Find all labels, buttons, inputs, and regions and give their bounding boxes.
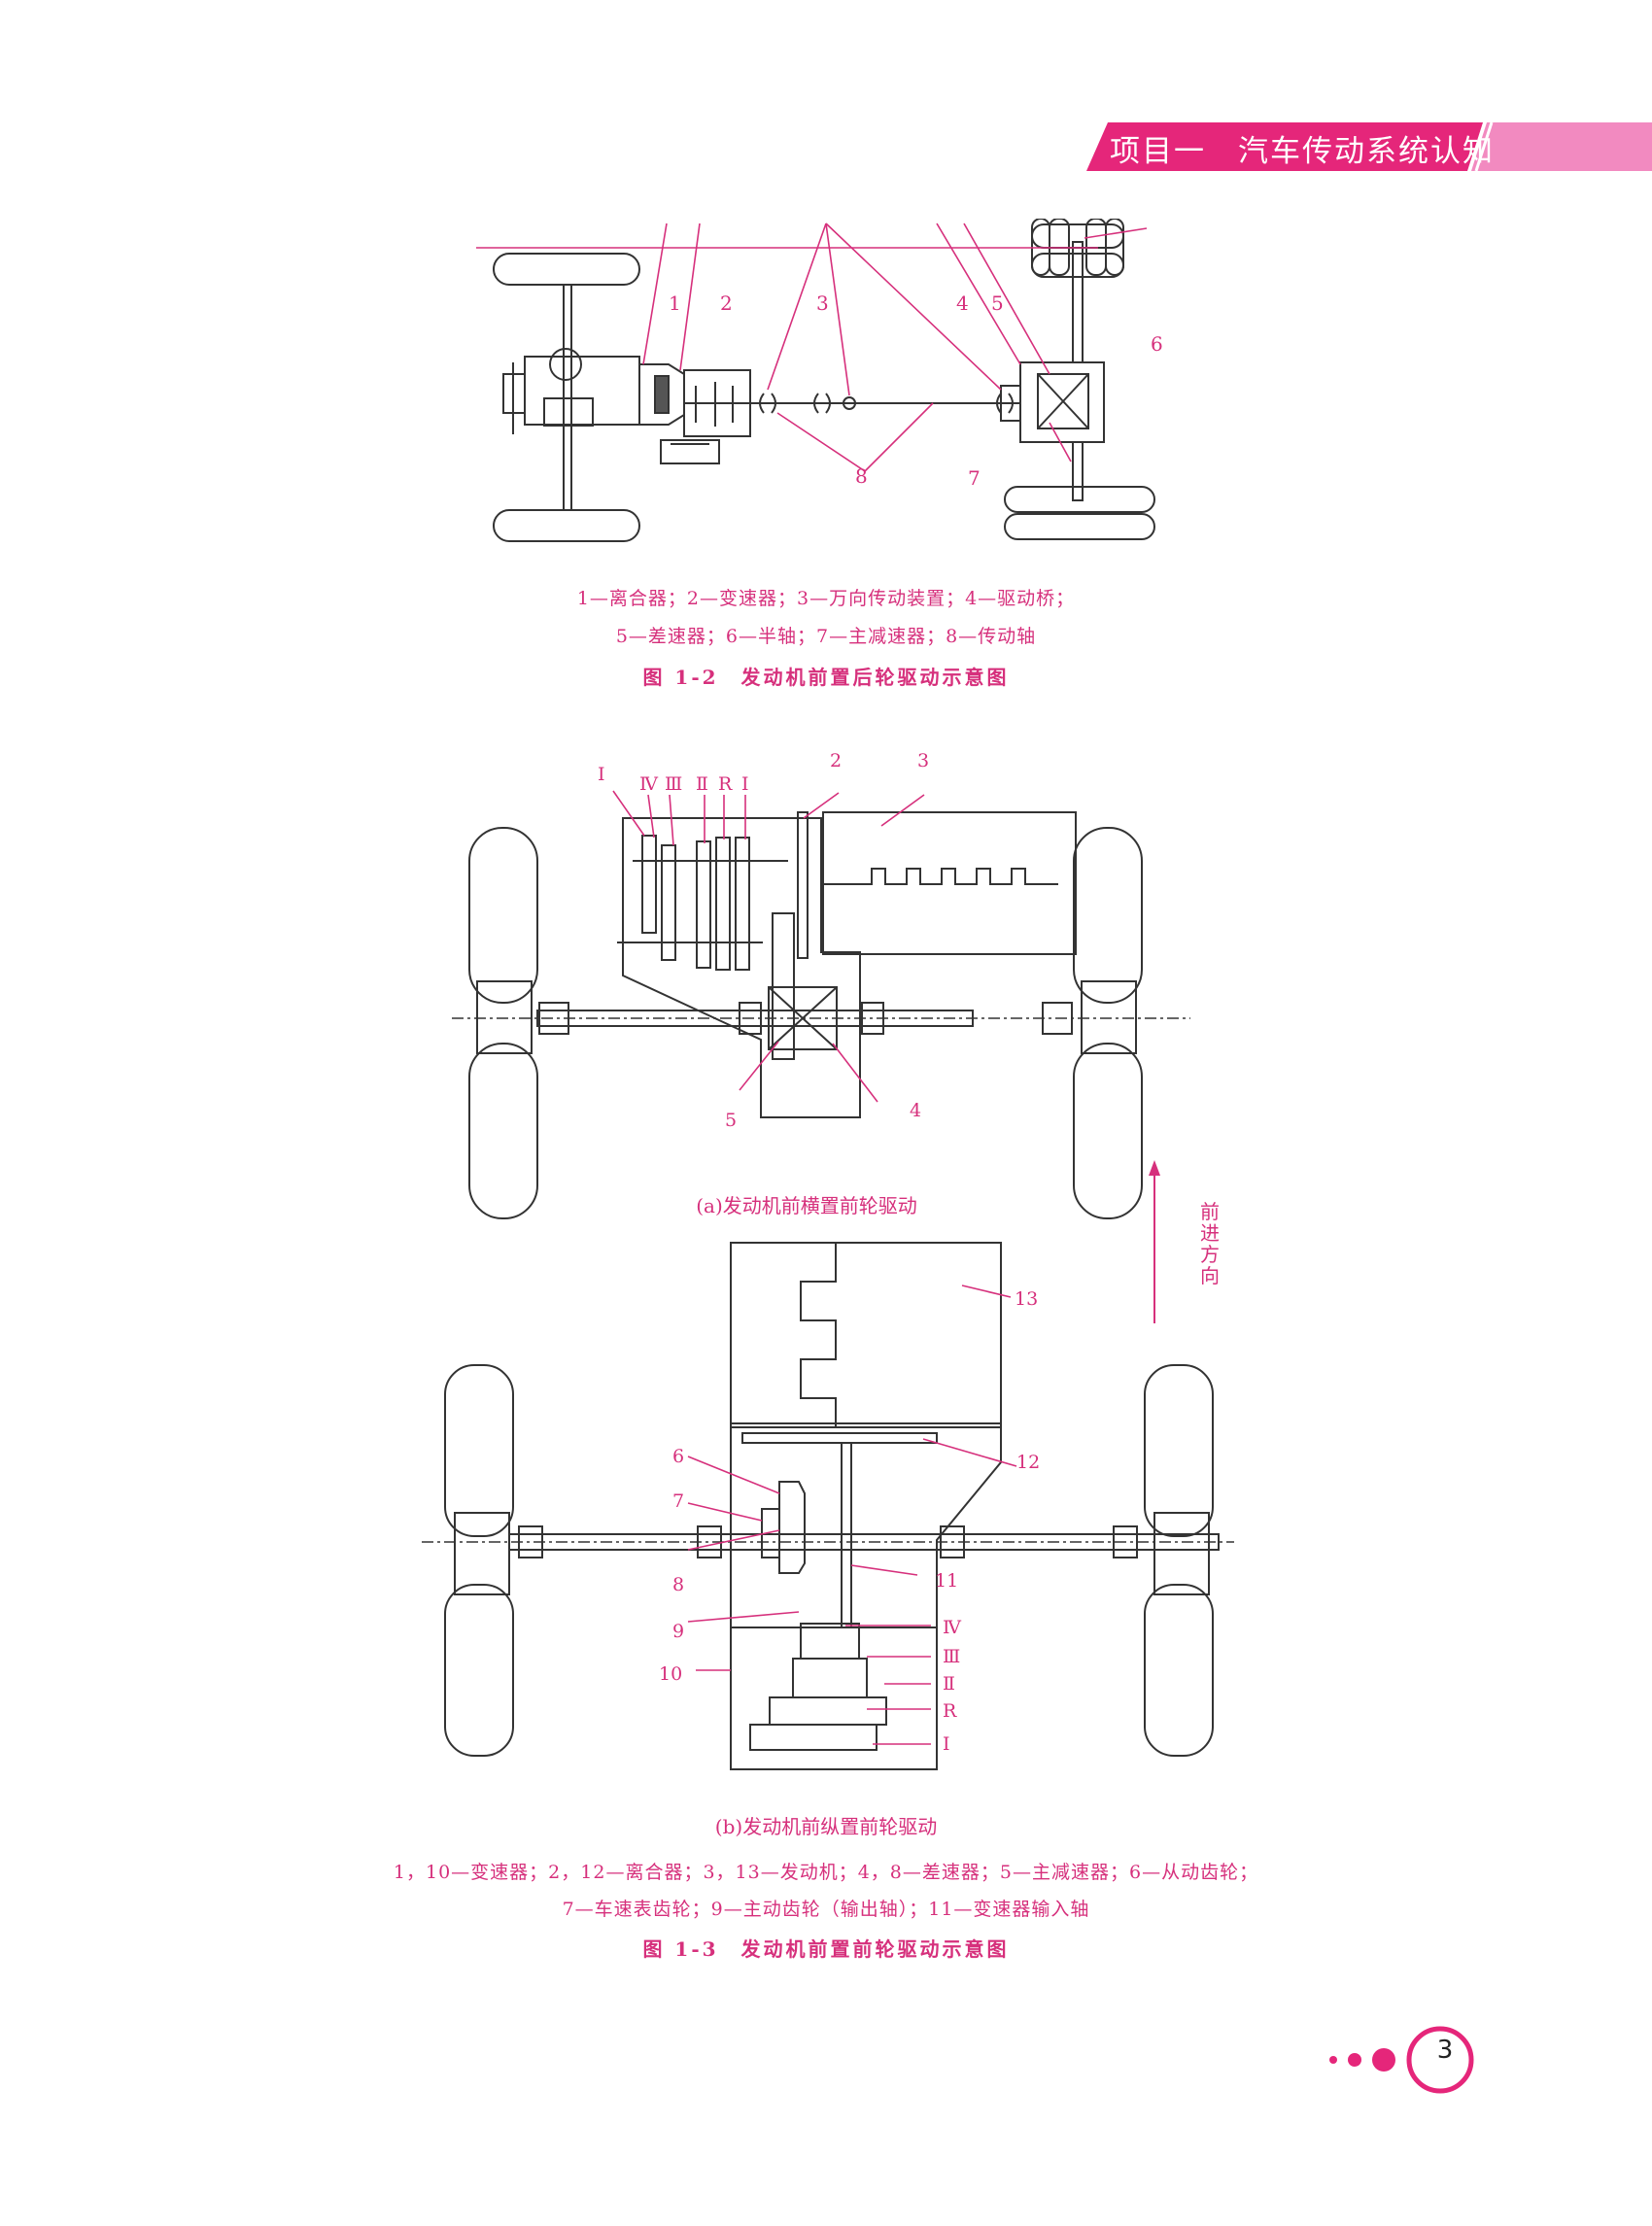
fig13b-label-9: 9 bbox=[672, 1621, 685, 1642]
page-number-badge bbox=[1329, 2026, 1474, 2094]
fig12-label-3: 3 bbox=[816, 291, 829, 315]
fig13b-label-III: Ⅲ bbox=[943, 1646, 961, 1667]
fig13a-subcaption: (a)发动机前横置前轮驱动 bbox=[696, 1194, 917, 1217]
header-band bbox=[1086, 122, 1652, 171]
fig13a-label-4: 4 bbox=[910, 1100, 922, 1121]
direction-arrow bbox=[1149, 1160, 1160, 1323]
fig12-label-5: 5 bbox=[991, 291, 1004, 315]
fig13b-label-R: R bbox=[943, 1700, 957, 1722]
fig13b-label-II: Ⅱ bbox=[943, 1673, 955, 1695]
fig13a-label-R: R bbox=[718, 773, 733, 795]
fig12-label-1: 1 bbox=[669, 291, 681, 315]
figure-1-2-diagram bbox=[476, 219, 1155, 542]
fig12-caption: 图 1-2 发动机前置后轮驱动示意图 bbox=[642, 666, 1010, 689]
fig13b-label-7: 7 bbox=[672, 1490, 685, 1512]
fig13b-legend-line1: 1，10—变速器；2，12—离合器；3，13—发动机；4，8—差速器；5—主减速… bbox=[393, 1862, 1259, 1883]
fig13b-subcaption: (b)发动机前纵置前轮驱动 bbox=[714, 1815, 938, 1838]
fig13b-label-IV: Ⅳ bbox=[943, 1617, 961, 1638]
fig13b-caption: 图 1-3 发动机前置前轮驱动示意图 bbox=[642, 1937, 1010, 1961]
figure-1-3b-diagram bbox=[422, 1242, 1234, 1770]
fig13b-label-13: 13 bbox=[1015, 1288, 1039, 1310]
fig13a-label-III: Ⅲ bbox=[665, 773, 683, 795]
fig13b-label-11: 11 bbox=[935, 1570, 959, 1592]
direction-label: 前进方向 bbox=[1200, 1200, 1220, 1287]
fig13b-label-12: 12 bbox=[1016, 1452, 1041, 1473]
fig12-label-2: 2 bbox=[720, 291, 733, 315]
fig12-label-8: 8 bbox=[855, 464, 868, 488]
fig13a-label-2: 2 bbox=[830, 750, 843, 771]
figure-1-3a-diagram bbox=[452, 790, 1190, 1219]
fig13a-label-IV: Ⅳ bbox=[639, 773, 658, 795]
fig12-label-7: 7 bbox=[968, 466, 981, 490]
fig12-label-4: 4 bbox=[956, 291, 969, 315]
fig13a-label-I2: Ⅰ bbox=[741, 773, 749, 795]
fig13b-label-6: 6 bbox=[672, 1446, 685, 1467]
fig13a-label-I: I bbox=[598, 764, 605, 785]
chapter-title: 项目一 汽车传动系统认知 bbox=[1110, 134, 1495, 169]
chapter-header: 项目一 汽车传动系统认知 bbox=[1086, 122, 1652, 171]
fig12-label-6: 6 bbox=[1151, 332, 1163, 356]
page-number: 3 bbox=[1436, 2036, 1454, 2065]
fig13b-legend-line2: 7—车速表齿轮；9—主动齿轮（输出轴）；11—变速器输入轴 bbox=[562, 1899, 1090, 1920]
fig13b-label-8: 8 bbox=[672, 1574, 685, 1595]
fig13a-label-3: 3 bbox=[917, 750, 930, 771]
fig13b-label-10: 10 bbox=[659, 1663, 683, 1685]
fig12-legend-line2: 5—差速器；6—半轴；7—主减速器；8—传动轴 bbox=[615, 626, 1037, 647]
fig13a-label-II: Ⅱ bbox=[696, 773, 708, 795]
fig13a-label-5: 5 bbox=[725, 1110, 738, 1131]
fig12-legend-line1: 1—离合器；2—变速器；3—万向传动装置；4—驱动桥； bbox=[576, 588, 1076, 609]
fig13b-label-I: Ⅰ bbox=[943, 1733, 950, 1755]
